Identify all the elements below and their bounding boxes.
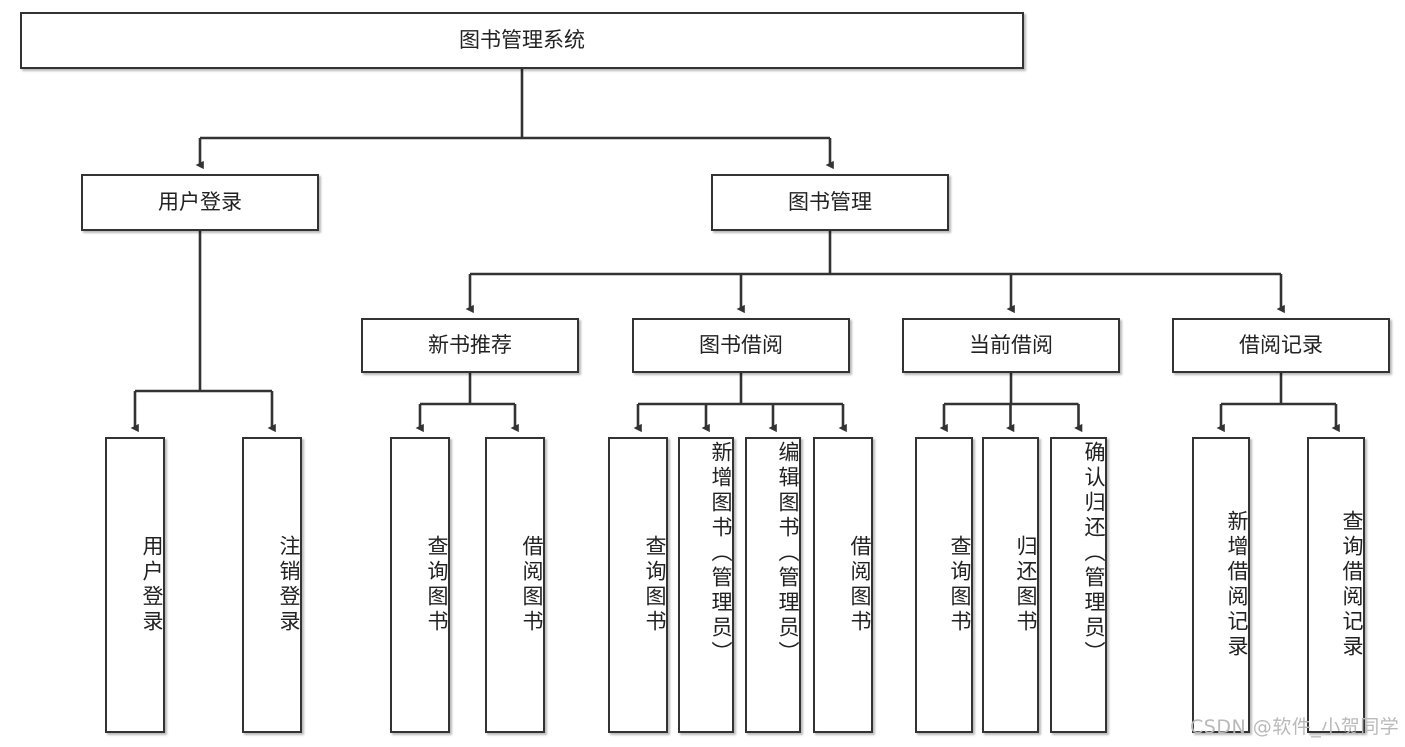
node-leaf-borrow-book[interactable]: 借阅图书 <box>813 437 873 733</box>
node-book-borrow[interactable]: 图书借阅 <box>632 318 850 373</box>
node-label: 用户登录 <box>158 189 242 214</box>
node-label: 查询图书 <box>948 535 972 635</box>
node-label: 用户登录 <box>140 535 164 635</box>
node-label: 归还图书 <box>1014 535 1038 635</box>
node-leaf-return-book[interactable]: 归还图书 <box>982 437 1039 733</box>
node-label: 借阅图书 <box>848 535 872 635</box>
node-leaf-confirm-return-admin[interactable]: 确认归还（管理员） <box>1050 437 1107 733</box>
node-leaf-logout-login[interactable]: 注销登录 <box>242 437 302 733</box>
node-label: 图书管理系统 <box>459 27 585 52</box>
csdn-watermark: CSDN @软件_小贺同学 <box>1190 716 1400 738</box>
node-label: 确认归还（管理员） <box>1082 441 1106 666</box>
node-label: 查询图书 <box>425 535 449 635</box>
node-leaf-query-book-current[interactable]: 查询图书 <box>915 437 973 733</box>
node-leaf-query-book-borrow[interactable]: 查询图书 <box>608 437 668 733</box>
node-label: 当前借阅 <box>969 332 1053 357</box>
node-book-management-system[interactable]: 图书管理系统 <box>20 12 1024 69</box>
node-label: 借阅记录 <box>1239 332 1323 357</box>
node-leaf-add-borrow-record[interactable]: 新增借阅记录 <box>1192 437 1250 733</box>
node-label: 新增借阅记录 <box>1225 510 1249 660</box>
node-leaf-borrow-book-recommend[interactable]: 借阅图书 <box>485 437 545 733</box>
node-new-book-recommend[interactable]: 新书推荐 <box>361 318 579 373</box>
node-label: 编辑图书（管理员） <box>776 441 800 666</box>
node-label: 借阅图书 <box>520 535 544 635</box>
node-book-management[interactable]: 图书管理 <box>711 174 949 231</box>
node-leaf-query-borrow-record[interactable]: 查询借阅记录 <box>1307 437 1365 733</box>
node-leaf-user-login[interactable]: 用户登录 <box>105 437 165 733</box>
node-label: 查询图书 <box>643 535 667 635</box>
node-label: 注销登录 <box>277 535 301 635</box>
node-current-borrow[interactable]: 当前借阅 <box>902 318 1120 373</box>
node-label: 新书推荐 <box>428 332 512 357</box>
node-leaf-add-book-admin[interactable]: 新增图书（管理员） <box>678 437 734 733</box>
node-label: 图书管理 <box>788 189 872 214</box>
node-borrow-record[interactable]: 借阅记录 <box>1172 318 1390 373</box>
node-leaf-query-book-recommend[interactable]: 查询图书 <box>390 437 450 733</box>
node-label: 新增图书（管理员） <box>709 441 733 666</box>
node-user-login[interactable]: 用户登录 <box>81 174 319 231</box>
node-label: 查询借阅记录 <box>1340 510 1364 660</box>
node-leaf-edit-book-admin[interactable]: 编辑图书（管理员） <box>745 437 801 733</box>
node-label: 图书借阅 <box>699 332 783 357</box>
